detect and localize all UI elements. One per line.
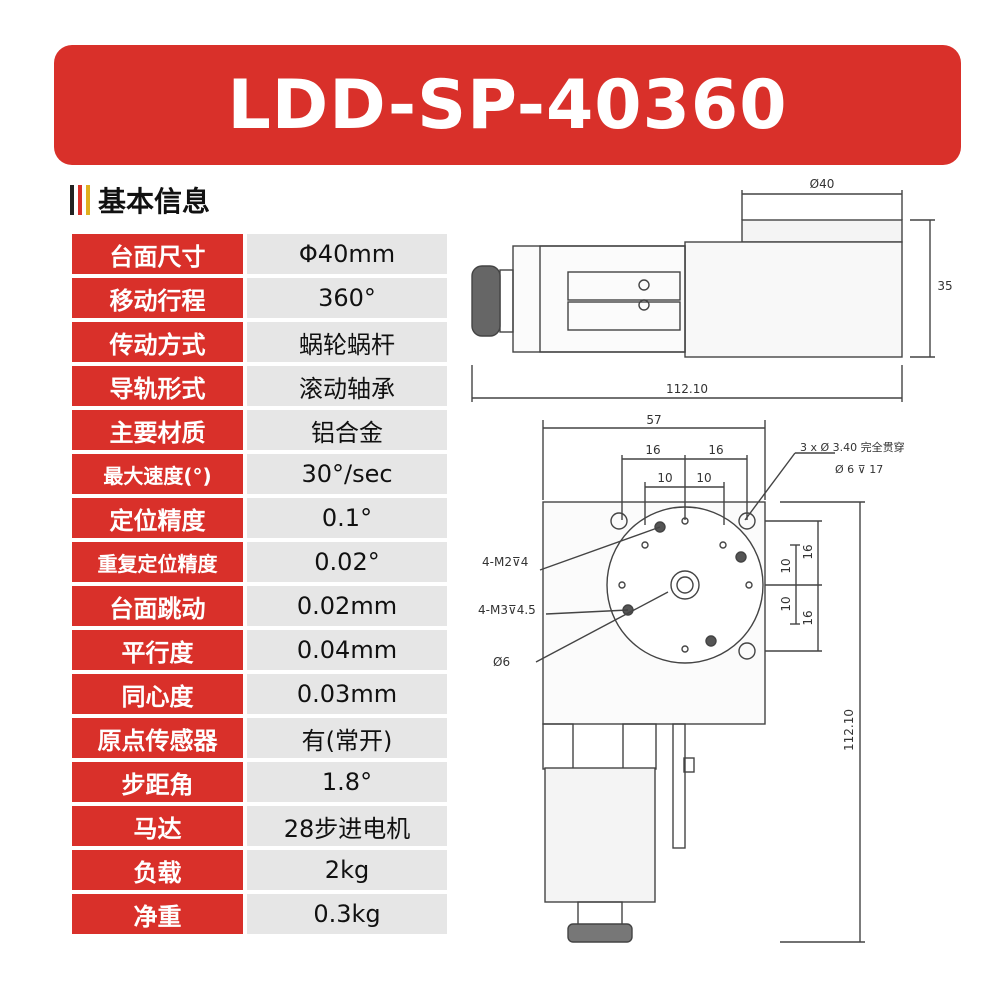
dim-width: 57: [646, 413, 661, 427]
spec-label: 马达: [72, 806, 247, 846]
spec-value: 铝合金: [247, 410, 447, 450]
spec-value: 360°: [247, 278, 447, 318]
spec-value: Φ40mm: [247, 234, 447, 274]
sensor-bracket: [672, 723, 686, 849]
dim-side-len: 112.10: [666, 382, 708, 396]
motor-housing-side: [512, 245, 686, 353]
screw-side-2: [638, 299, 650, 311]
section-header: 基本信息: [70, 180, 210, 220]
center-hole: [676, 576, 694, 594]
corner-hole-br: [738, 642, 756, 660]
section-title: 基本信息: [98, 185, 211, 218]
dim-16-left: 16: [645, 443, 660, 457]
bar-black: [70, 185, 74, 215]
spec-row: 原点传感器有(常开): [72, 718, 447, 758]
dim-height: 35: [937, 279, 952, 293]
spec-value: 30°/sec: [247, 454, 447, 494]
stage-body-side: [684, 241, 903, 358]
motor-front: [544, 767, 656, 903]
slot-lower: [567, 301, 681, 331]
mount-right: [622, 723, 657, 770]
technical-drawing: Ø40 35 112.10 57 16 16 10 10 3 x Ø 3.40 …: [471, 177, 953, 943]
spec-value: 0.02mm: [247, 586, 447, 626]
spec-row: 最大速度(°)30°/sec: [72, 454, 447, 494]
spec-row: 传动方式蜗轮蜗杆: [72, 322, 447, 362]
spec-row: 主要材质铝合金: [72, 410, 447, 450]
note-hole-1: 3 x Ø 3.40 完全贯穿: [800, 440, 905, 454]
section-bars-icon: [70, 185, 90, 215]
bar-yellow: [86, 185, 90, 215]
spec-label: 移动行程: [72, 278, 247, 318]
spec-label: 台面跳动: [72, 586, 247, 626]
corner-hole-tl: [610, 512, 628, 530]
spec-label: 最大速度(°): [72, 454, 247, 494]
dim-right-16b: 16: [801, 610, 815, 625]
dim-top-dia: Ø40: [810, 177, 835, 191]
dim-16-right: 16: [708, 443, 723, 457]
dim-10-left: 10: [657, 471, 672, 485]
spec-label: 传动方式: [72, 322, 247, 362]
hand-knob-front: [567, 923, 633, 943]
spec-label: 主要材质: [72, 410, 247, 450]
spec-label: 净重: [72, 894, 247, 934]
spec-label: 平行度: [72, 630, 247, 670]
slot-upper: [567, 271, 681, 301]
product-title: LDD-SP-40360: [227, 65, 788, 145]
dim-right-10a: 10: [779, 558, 793, 573]
hand-knob-side: [471, 265, 501, 337]
spec-value: 0.04mm: [247, 630, 447, 670]
shaft-collar: [499, 269, 514, 333]
spec-value: 0.02°: [247, 542, 447, 582]
dim-right-10b: 10: [779, 596, 793, 611]
mount-left: [542, 723, 574, 770]
center-bore: [670, 570, 700, 600]
spec-value: 1.8°: [247, 762, 447, 802]
turntable-top: [741, 219, 903, 243]
turntable-front: [606, 506, 764, 664]
spec-value: 0.03mm: [247, 674, 447, 714]
screw-side-1: [638, 279, 650, 291]
spec-value: 有(常开): [247, 718, 447, 758]
label-d6: Ø6: [493, 655, 510, 669]
worm-housing: [539, 245, 686, 353]
spec-value: 0.1°: [247, 498, 447, 538]
spec-value: 2kg: [247, 850, 447, 890]
spec-row: 导轨形式滚动轴承: [72, 366, 447, 406]
dim-10-right: 10: [696, 471, 711, 485]
spec-label: 步距角: [72, 762, 247, 802]
spec-label: 台面尺寸: [72, 234, 247, 274]
spec-label: 负载: [72, 850, 247, 890]
spec-label: 原点传感器: [72, 718, 247, 758]
spec-label: 定位精度: [72, 498, 247, 538]
sensor: [683, 757, 695, 773]
spec-label: 导轨形式: [72, 366, 247, 406]
label-m3: 4-M3⊽4.5: [478, 603, 536, 617]
spec-value: 滚动轴承: [247, 366, 447, 406]
motor-shaft: [577, 901, 623, 927]
spec-value: 0.3kg: [247, 894, 447, 934]
spec-value: 28步进电机: [247, 806, 447, 846]
label-m2: 4-M2⊽4: [482, 555, 528, 569]
dim-right-16a: 16: [801, 544, 815, 559]
title-banner: LDD-SP-40360: [54, 45, 961, 165]
spec-value: 蜗轮蜗杆: [247, 322, 447, 362]
spec-label: 同心度: [72, 674, 247, 714]
note-hole-2: Ø 6 ⊽ 17: [835, 463, 883, 476]
bar-red: [78, 185, 82, 215]
dim-front-len: 112.10: [842, 709, 856, 751]
spec-label: 重复定位精度: [72, 542, 247, 582]
